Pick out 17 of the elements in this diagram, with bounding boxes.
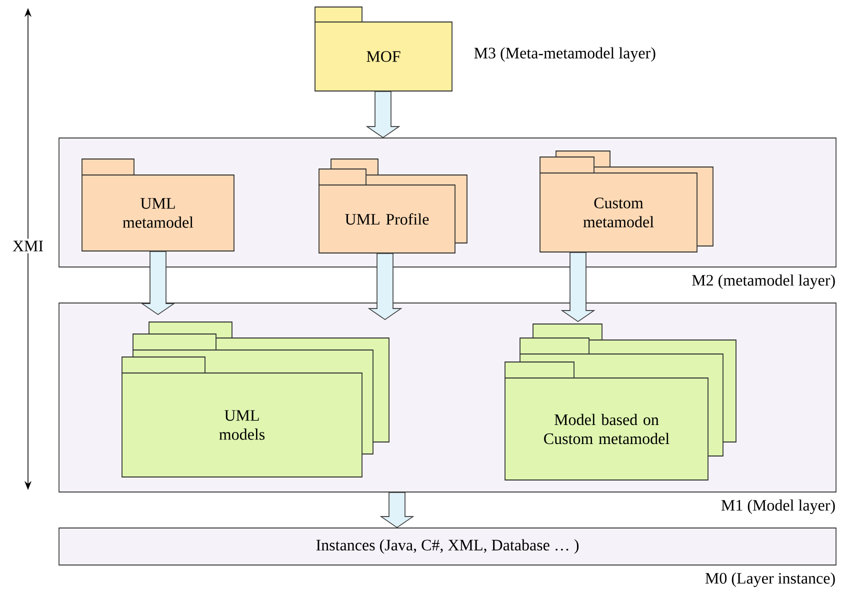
package-box: UML metamodel xyxy=(82,158,234,252)
block-arrow xyxy=(366,91,400,138)
block-arrow xyxy=(380,492,414,528)
package-box: UML Profile xyxy=(318,158,468,254)
layer-label: M2 (metamodel layer) xyxy=(692,274,835,289)
package-box: MOF M3 (Meta-metamodel layer) xyxy=(314,6,656,92)
package-box: Custom metamodel xyxy=(540,150,714,252)
package-box: Model based on Custom metamodel xyxy=(504,324,736,480)
block-arrow xyxy=(368,253,402,320)
block-arrow xyxy=(140,251,176,316)
layer-label: M1 (Model layer) xyxy=(721,499,835,514)
axis-label: XMI xyxy=(12,240,43,252)
layer-label: M3 (Meta-metamodel layer) xyxy=(474,47,656,62)
block-arrow xyxy=(560,252,596,322)
package-box: UML models xyxy=(122,322,390,478)
layer-label: M0 (Layer instance) xyxy=(705,572,835,587)
layer-band: Instances (Java, C#, XML, Database … ) M0 (Layer instance) xyxy=(58,528,836,587)
